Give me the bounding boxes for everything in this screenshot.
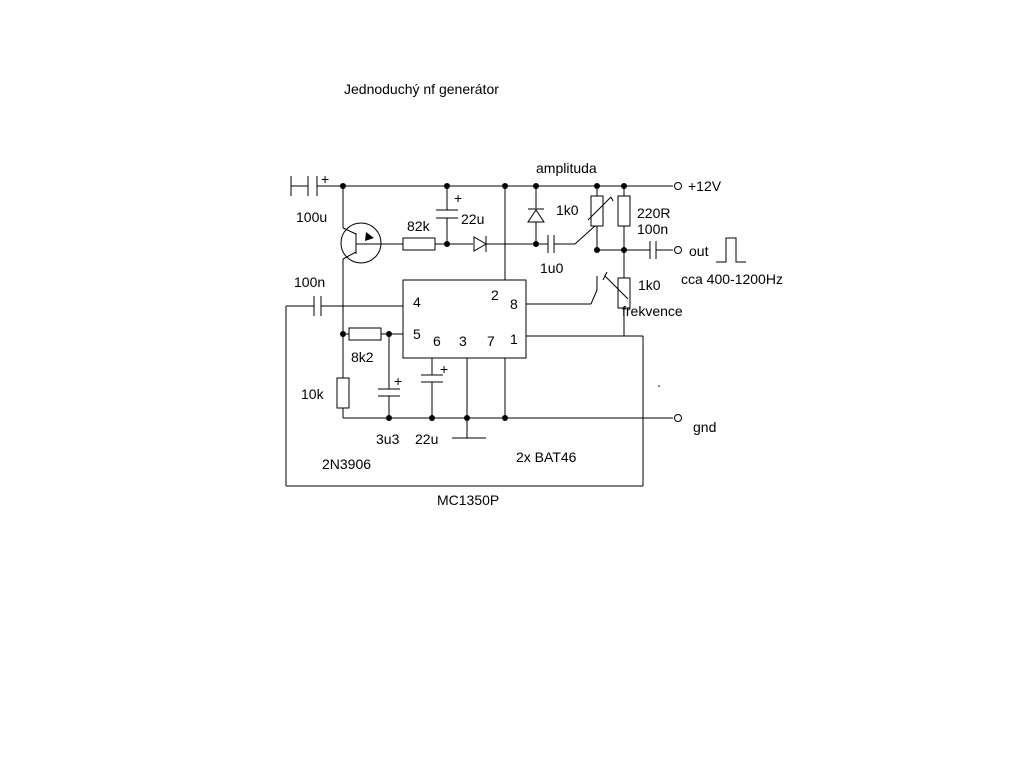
supply-label: +12V: [688, 178, 722, 194]
resistor-8k2: [343, 327, 403, 341]
ic-wiring: [321, 186, 624, 438]
stray-mark: [658, 385, 660, 387]
diode-bat46-1: [473, 236, 536, 252]
ic-pin-1: 1: [510, 331, 518, 347]
frequency-label: frekvence: [622, 303, 683, 319]
feedback-loop: [285, 306, 644, 487]
resistor-10k: [336, 334, 350, 418]
polarity-mark-3u3: +: [394, 373, 402, 389]
amplitude-label: amplituda: [536, 160, 597, 176]
ic-pin-4: 4: [413, 294, 421, 310]
label-82k: 82k: [407, 218, 431, 234]
capacitor-3u3: [378, 334, 400, 418]
resistor-220r: [617, 186, 631, 278]
ic-pin-3: 3: [459, 333, 467, 349]
label-100u: 100u: [296, 209, 327, 225]
ic-pin-5: 5: [413, 326, 421, 342]
polarity-mark-100u: +: [321, 171, 329, 187]
label-8k2: 8k2: [351, 349, 374, 365]
resistor-82k: [381, 237, 473, 251]
capacitor-22u-bottom: [421, 358, 443, 418]
potentiometer-amplitude: [587, 186, 614, 250]
label-3u3: 3u3: [376, 431, 400, 447]
ic-pin-2: 2: [491, 287, 499, 303]
square-wave-icon: [716, 237, 746, 263]
potentiometer-frequency: [602, 271, 631, 336]
capacitor-100n-out: [597, 241, 673, 259]
transistor-label: 2N3906: [322, 456, 371, 472]
label-100n-in: 100n: [294, 274, 325, 290]
label-1k0-amp: 1k0: [556, 202, 579, 218]
label-220r: 220R: [637, 205, 670, 221]
polarity-mark-22u-top: +: [454, 190, 462, 206]
capacitor-1u0: [536, 224, 597, 253]
label-100n-out: 100n: [637, 221, 668, 237]
ground-label: gnd: [693, 419, 716, 435]
output-terminal: [674, 246, 682, 254]
label-1k0-freq: 1k0: [638, 277, 661, 293]
capacitor-22u-top: [436, 186, 458, 244]
ic-label: MC1350P: [437, 492, 499, 508]
transistor-2n3906: [340, 186, 382, 334]
label-22u-bottom: 22u: [415, 431, 438, 447]
label-22u-top: 22u: [461, 211, 484, 227]
ic-mc1350p: [402, 279, 527, 359]
frequency-range-label: cca 400-1200Hz: [681, 271, 783, 287]
capacitor-100n-in: [286, 296, 322, 316]
supply-terminal: [674, 182, 682, 190]
diode-bat46-2: [527, 186, 545, 244]
label-10k: 10k: [301, 386, 325, 402]
ground-terminal: [674, 414, 682, 422]
output-label: out: [689, 243, 709, 259]
label-1u0: 1u0: [540, 260, 564, 276]
diagram-title: Jednoduchý nf generátor: [344, 81, 499, 97]
ic-pin-6: 6: [433, 333, 441, 349]
capacitor-100u: [290, 176, 318, 196]
diodes-label: 2x BAT46: [516, 449, 577, 465]
ic-pin-8: 8: [510, 296, 518, 312]
polarity-mark-22u-bottom: +: [440, 361, 448, 377]
junction-dots: [340, 183, 627, 421]
ic-pin-7: 7: [487, 333, 495, 349]
